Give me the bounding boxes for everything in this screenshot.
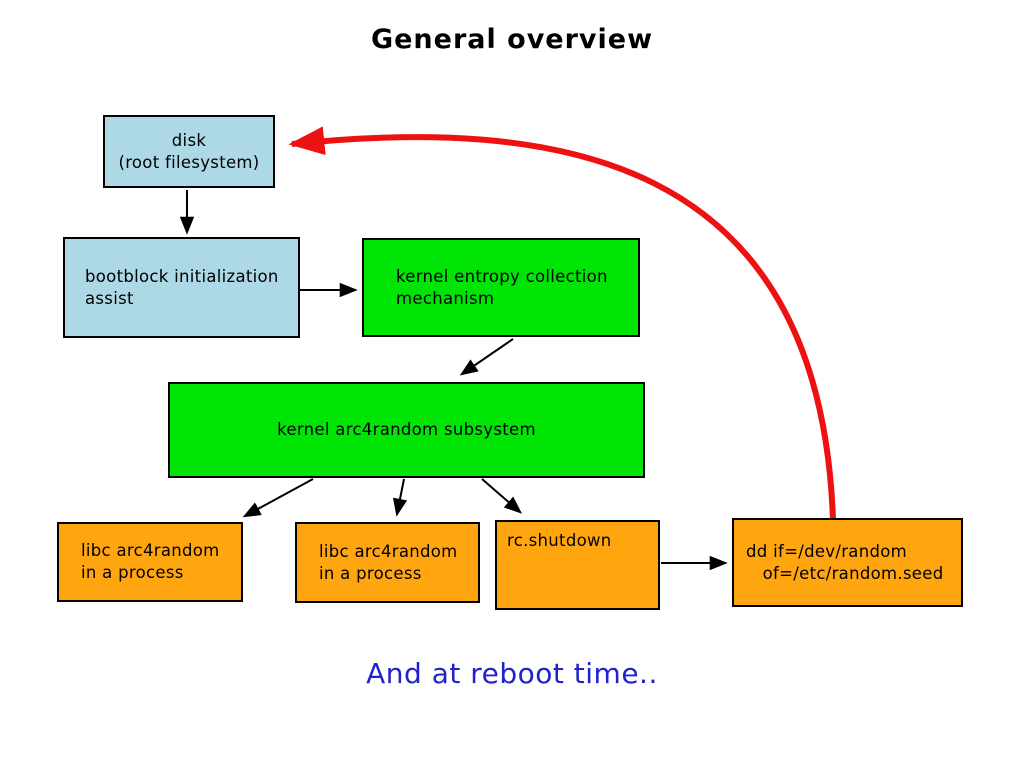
arrow-arc4random-to-rcshutdown (481, 478, 523, 514)
box-kernel-arc4random: kernel arc4random subsystem (168, 382, 645, 478)
box-rc-shutdown: rc.shutdown (495, 520, 660, 610)
box-dd-random-seed-label: dd if=/dev/random of=/etc/random.seed (746, 541, 944, 583)
box-kernel-entropy: kernel entropy collection mechanism (362, 238, 640, 337)
box-libc-process-2: libc arc4random in a process (295, 522, 480, 603)
box-libc-process-1: libc arc4random in a process (57, 522, 243, 602)
page-title: General overview (370, 24, 654, 55)
reboot-time-note: And at reboot time.. (366, 657, 658, 690)
box-rc-shutdown-label: rc.shutdown (507, 531, 612, 550)
box-libc-process-1-label: libc arc4random in a process (81, 541, 220, 582)
arrow-entropy-to-arc4random (459, 338, 514, 376)
arrow-arc4random-to-libc2 (392, 478, 408, 517)
box-bootblock: bootblock initialization assist (63, 237, 300, 338)
box-libc-process-2-label: libc arc4random in a process (319, 541, 458, 583)
box-kernel-entropy-label: kernel entropy collection mechanism (396, 266, 608, 308)
box-disk-label: disk (root filesystem) (118, 130, 260, 172)
box-dd-random-seed: dd if=/dev/random of=/etc/random.seed (732, 518, 963, 607)
box-bootblock-label: bootblock initialization assist (85, 266, 279, 308)
box-disk: disk (root filesystem) (103, 115, 275, 188)
box-kernel-arc4random-label: kernel arc4random subsystem (277, 420, 536, 439)
arrow-arc4random-to-libc1 (242, 478, 314, 518)
red-reboot-arrow-dd-to-disk (288, 126, 836, 521)
